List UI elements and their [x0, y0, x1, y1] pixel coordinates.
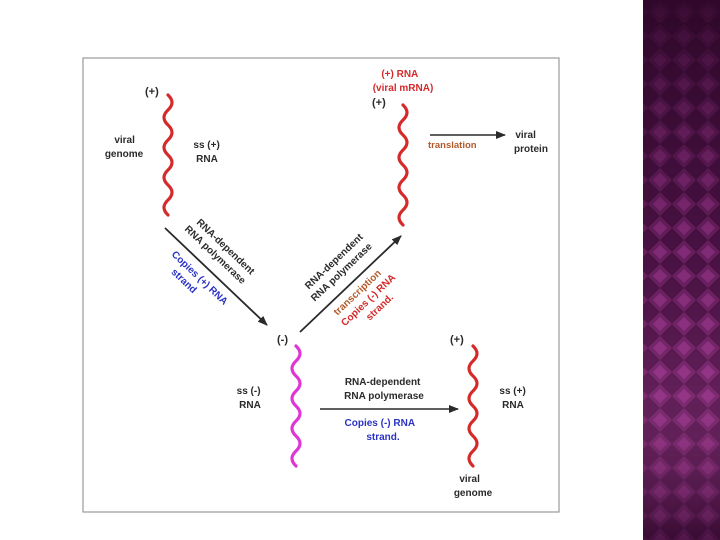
top-right-title-line2: (viral mRNA) [373, 83, 434, 94]
bottom-left-strand-line2: RNA [239, 400, 261, 411]
bottom-left-strand-line1: ss (-) [237, 386, 261, 397]
viral-protein-line1: viral [515, 130, 536, 141]
top-right-sign: (+) [372, 97, 386, 109]
translation-label: translation [428, 140, 477, 151]
bottom-right-strand-line2: RNA [502, 400, 524, 411]
top-left-viral-genome-line1: viral [114, 135, 135, 146]
top-left-sign: (+) [145, 86, 159, 98]
bottom-enzyme-line2: RNA polymerase [344, 391, 424, 402]
top-right-title-line1: (+) RNA [381, 69, 418, 80]
bottom-enzyme-line1: RNA-dependent [345, 377, 421, 388]
decorative-side-panel [640, 0, 720, 540]
bottom-left-sign: (-) [277, 334, 288, 346]
bottom-copies-line1: Copies (-) RNA [345, 418, 415, 429]
bottom-right-strand-line1: ss (+) [499, 386, 525, 397]
bottom-right-viral-genome-line2: genome [454, 488, 493, 499]
bottom-copies-line2: strand. [366, 432, 400, 443]
top-left-strand-line1: ss (+) [193, 140, 219, 151]
bottom-right-viral-genome-line1: viral [459, 474, 480, 485]
viral-protein-line2: protein [514, 144, 548, 155]
top-left-viral-genome-line2: genome [105, 149, 144, 160]
top-left-strand-line2: RNA [196, 154, 218, 165]
bottom-right-sign: (+) [450, 334, 464, 346]
